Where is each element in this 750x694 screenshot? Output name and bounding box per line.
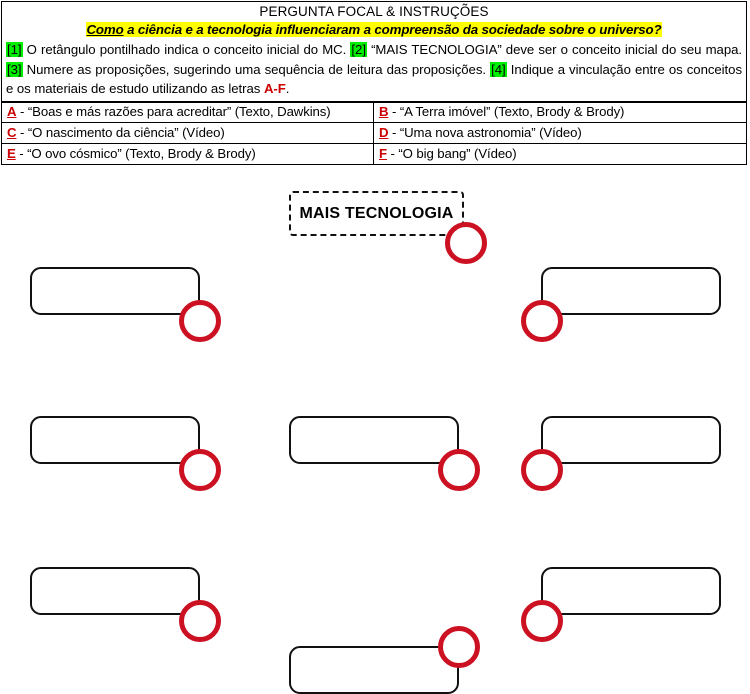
instructions-text: [1] O retângulo pontilhado indica o conc… [2, 40, 746, 102]
node-r4-center[interactable] [289, 626, 480, 694]
concept-box-dashed[interactable] [289, 191, 464, 236]
focal-question-rest: a ciência e a tecnologia influenciaram a… [123, 22, 662, 37]
material-cell-d: D - “Uma nova astronomia” (Vídeo) [372, 122, 748, 144]
focal-question-underlined: Como [86, 22, 124, 37]
instruction-tag-2: [2] [350, 42, 367, 57]
concept-box-label [541, 567, 721, 615]
concept-box[interactable] [541, 567, 721, 615]
material-letter: F [378, 146, 387, 161]
concept-box-label: MAIS TECNOLOGIA [299, 204, 454, 222]
page-title: PERGUNTA FOCAL & INSTRUÇÕES [259, 4, 489, 19]
proposition-number-circle[interactable] [179, 449, 221, 491]
proposition-number-circle[interactable] [521, 449, 563, 491]
concept-box-label [30, 267, 200, 315]
material-text: - “Uma nova astronomia” (Vídeo) [388, 125, 582, 140]
material-letter: A [7, 104, 17, 119]
concept-box[interactable] [289, 416, 459, 464]
concept-box-label [289, 646, 459, 694]
table-row: C - “O nascimento da ciência” (Vídeo) D … [1, 122, 748, 144]
letters-reference: A-F [263, 81, 286, 96]
concept-box-label [289, 416, 459, 464]
material-cell-c: C - “O nascimento da ciência” (Vídeo) [1, 122, 374, 144]
instruction-part-5: . [285, 81, 290, 96]
proposition-number-circle[interactable] [179, 600, 221, 642]
concept-map-canvas: MAIS TECNOLOGIA [0, 163, 750, 694]
instruction-tag-3: [3] [6, 61, 23, 77]
node-r2-right[interactable] [521, 416, 721, 491]
table-row: E - “O ovo cósmico” (Texto, Brody & Brod… [1, 143, 748, 165]
proposition-number-circle[interactable] [179, 300, 221, 342]
concept-box-label [30, 567, 200, 615]
material-cell-b: B - “A Terra imóvel” (Texto, Brody & Bro… [372, 101, 748, 123]
proposition-number-circle[interactable] [438, 449, 480, 491]
material-letter: C [7, 125, 17, 140]
concept-box[interactable] [30, 567, 200, 615]
proposition-number-circle[interactable] [445, 222, 487, 264]
instruction-part-4: Indique a vinculação entre os conceitos … [6, 61, 742, 97]
node-r3-right[interactable] [521, 567, 721, 642]
instruction-part-1: O retângulo pontilhado indica o conceito… [22, 42, 351, 57]
proposition-number-circle[interactable] [521, 600, 563, 642]
material-letter: E [7, 146, 16, 161]
material-letter: B [378, 104, 389, 119]
material-text: - “O ovo cósmico” (Texto, Brody & Brody) [15, 146, 256, 161]
concept-box[interactable] [30, 267, 200, 315]
proposition-number-circle[interactable] [521, 300, 563, 342]
node-r3-left[interactable] [30, 567, 221, 642]
focal-question-row: Como a ciência e a tecnologia influencia… [2, 20, 746, 40]
proposition-number-circle[interactable] [438, 626, 480, 668]
node-r2-center[interactable] [289, 416, 480, 491]
concept-box-label [541, 267, 721, 315]
header-instructions-panel: PERGUNTA FOCAL & INSTRUÇÕES Como a ciênc… [1, 1, 747, 103]
node-r1-right[interactable] [521, 267, 721, 342]
instruction-tag-4: [4] [490, 61, 507, 77]
instruction-tag-1: [1] [6, 42, 23, 57]
instruction-part-3: Numere as proposições, sugerindo uma seq… [22, 61, 491, 77]
material-cell-f: F - “O big bang” (Vídeo) [372, 143, 748, 165]
material-text: - “A Terra imóvel” (Texto, Brody & Brody… [388, 104, 625, 119]
material-text: - “O nascimento da ciência” (Vídeo) [16, 125, 225, 140]
material-text: - “O big bang” (Vídeo) [386, 146, 517, 161]
node-r1-left[interactable] [30, 267, 221, 342]
focal-question: Como a ciência e a tecnologia influencia… [86, 22, 662, 37]
material-text: - “Boas e más razões para acreditar” (Te… [16, 104, 331, 119]
material-cell-a: A - “Boas e más razões para acreditar” (… [1, 101, 374, 123]
node-r2-left[interactable] [30, 416, 221, 491]
concept-box-label [541, 416, 721, 464]
concept-box[interactable] [541, 267, 721, 315]
material-cell-e: E - “O ovo cósmico” (Texto, Brody & Brod… [1, 143, 374, 165]
concept-box[interactable] [541, 416, 721, 464]
concept-box-label [30, 416, 200, 464]
material-letter: D [378, 125, 389, 140]
mais-tecnologia[interactable]: MAIS TECNOLOGIA [289, 191, 487, 264]
concept-box[interactable] [30, 416, 200, 464]
instruction-part-2: “MAIS TECNOLOGIA” deve ser o conceito in… [366, 42, 743, 57]
materials-table: A - “Boas e más razões para acreditar” (… [1, 101, 748, 165]
table-row: A - “Boas e más razões para acreditar” (… [1, 101, 748, 123]
